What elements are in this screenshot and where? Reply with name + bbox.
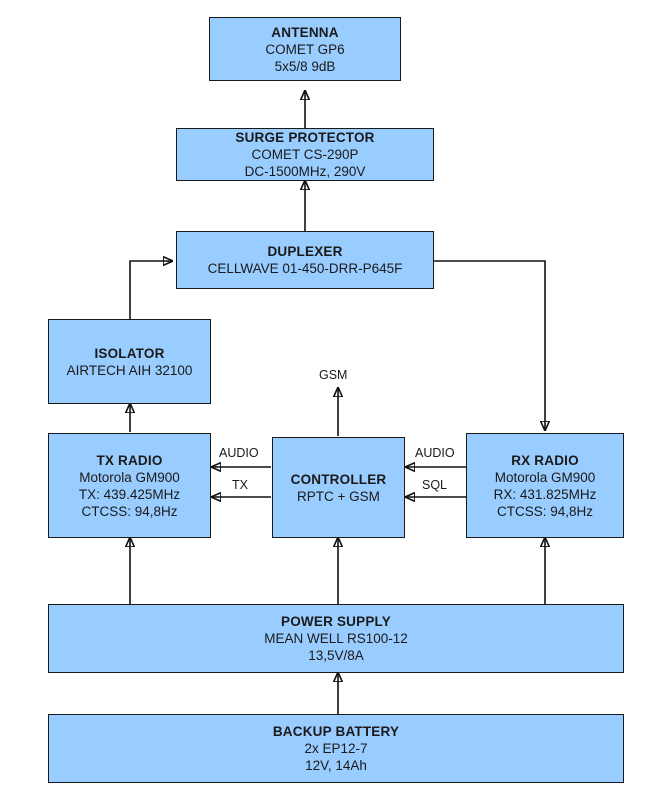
- node-tx-radio-line4: CTCSS: 94,8Hz: [81, 503, 178, 519]
- node-tx-radio-line3: TX: 439.425MHz: [78, 486, 181, 502]
- node-power-supply[interactable]: POWER SUPPLY MEAN WELL RS100-12 13,5V/8A: [48, 604, 624, 673]
- node-surge-protector[interactable]: SURGE PROTECTOR COMET CS-290P DC-1500MHz…: [176, 128, 434, 181]
- node-rx-radio-line4: CTCSS: 94,8Hz: [496, 503, 594, 519]
- node-controller-line2: RPTC + GSM: [297, 488, 380, 504]
- node-rx-radio-line2: Motorola GM900: [494, 469, 596, 485]
- node-backup-battery-line3: 12V, 14Ah: [305, 758, 367, 773]
- node-surge-line3: DC-1500MHz, 290V: [244, 164, 366, 179]
- node-rx-radio-line3: RX: 431.825MHz: [493, 486, 597, 502]
- node-backup-battery-line2: 2x EP12-7: [304, 741, 368, 756]
- node-antenna-title: ANTENNA: [271, 24, 339, 40]
- node-isolator[interactable]: ISOLATOR AIRTECH AIH 32100: [48, 319, 211, 404]
- node-tx-radio-title: TX RADIO: [96, 452, 163, 468]
- node-controller-title: CONTROLLER: [290, 471, 387, 487]
- node-duplexer-title: DUPLEXER: [267, 244, 343, 259]
- edge-label-tx: TX: [232, 478, 248, 492]
- node-isolator-title: ISOLATOR: [94, 345, 165, 361]
- node-duplexer[interactable]: DUPLEXER CELLWAVE 01-450-DRR-P645F: [176, 231, 434, 289]
- node-antenna-line3: 5x5/8 9dB: [274, 58, 336, 74]
- node-duplexer-line2: CELLWAVE 01-450-DRR-P645F: [207, 261, 403, 276]
- node-tx-radio[interactable]: TX RADIO Motorola GM900 TX: 439.425MHz C…: [48, 433, 211, 538]
- node-backup-battery-title: BACKUP BATTERY: [272, 724, 400, 739]
- node-power-supply-title: POWER SUPPLY: [281, 614, 391, 629]
- node-power-supply-line2: MEAN WELL RS100-12: [264, 631, 408, 646]
- wire-isolator-to-duplexer: [129, 261, 172, 319]
- node-rx-radio-title: RX RADIO: [511, 452, 579, 468]
- node-controller[interactable]: CONTROLLER RPTC + GSM: [272, 437, 405, 538]
- node-isolator-line2: AIRTECH AIH 32100: [66, 362, 193, 378]
- node-power-supply-line3: 13,5V/8A: [308, 648, 364, 663]
- edge-label-sql: SQL: [422, 478, 448, 492]
- node-antenna-line2: COMET GP6: [265, 41, 345, 57]
- edge-label-audio-rx: AUDIO: [415, 446, 455, 460]
- wire-duplexer-to-rxradio: [434, 260, 545, 430]
- node-surge-title: SURGE PROTECTOR: [235, 130, 375, 145]
- edge-label-gsm: GSM: [319, 368, 348, 382]
- edge-label-audio-tx: AUDIO: [219, 446, 259, 460]
- node-tx-radio-line2: Motorola GM900: [79, 469, 180, 485]
- node-antenna[interactable]: ANTENNA COMET GP6 5x5/8 9dB: [209, 17, 401, 81]
- node-backup-battery[interactable]: BACKUP BATTERY 2x EP12-7 12V, 14Ah: [48, 714, 624, 783]
- node-rx-radio[interactable]: RX RADIO Motorola GM900 RX: 431.825MHz C…: [466, 433, 624, 538]
- node-surge-line2: COMET CS-290P: [251, 147, 359, 162]
